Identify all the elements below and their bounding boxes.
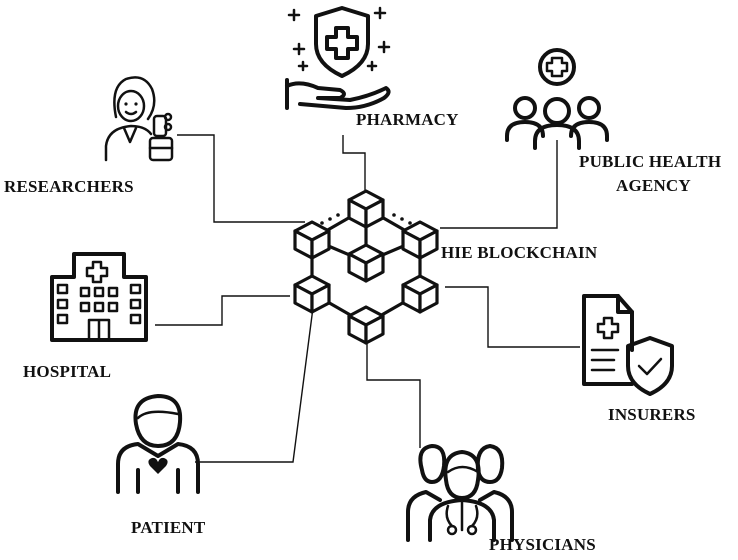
block-cube-bottom bbox=[347, 305, 385, 345]
label-physicians: PHYSICIANS bbox=[489, 535, 596, 554]
connector-researchers bbox=[177, 134, 305, 223]
label-pharmacy: PHARMACY bbox=[356, 110, 459, 129]
block-cube-lower-right bbox=[401, 274, 439, 314]
doctors-group-icon bbox=[406, 444, 514, 542]
block-cube-top bbox=[347, 189, 385, 229]
connector-public-health bbox=[440, 140, 558, 229]
group-people-cross-icon bbox=[505, 48, 609, 150]
label-public-health-line1: PUBLIC HEALTH bbox=[579, 152, 722, 171]
label-hie-blockchain: HIE BLOCKCHAIN bbox=[441, 243, 598, 262]
document-shield-check-icon bbox=[582, 294, 674, 396]
person-heart-icon bbox=[116, 394, 200, 494]
label-public-health-line2: AGENCY bbox=[616, 176, 691, 195]
connector-insurers bbox=[445, 286, 580, 348]
label-hospital: HOSPITAL bbox=[23, 362, 112, 381]
label-researchers: RESEARCHERS bbox=[4, 177, 134, 196]
researcher-woman-icon bbox=[104, 76, 174, 162]
connector-physicians bbox=[366, 335, 421, 448]
label-patient: PATIENT bbox=[131, 518, 206, 537]
block-cube-right bbox=[401, 220, 439, 260]
hospital-building-icon bbox=[50, 252, 148, 342]
connector-lines bbox=[155, 134, 580, 463]
block-cube-lower-left bbox=[293, 274, 331, 314]
label-insurers: INSURERS bbox=[608, 405, 696, 424]
blockchain-cube-network-icon bbox=[293, 189, 439, 345]
block-cube-left bbox=[293, 220, 331, 260]
connector-patient bbox=[195, 299, 315, 463]
connector-pharmacy bbox=[342, 135, 366, 190]
block-cube-center bbox=[347, 243, 385, 283]
hand-shield-cross-icon bbox=[285, 6, 391, 110]
connector-hospital bbox=[155, 295, 290, 326]
